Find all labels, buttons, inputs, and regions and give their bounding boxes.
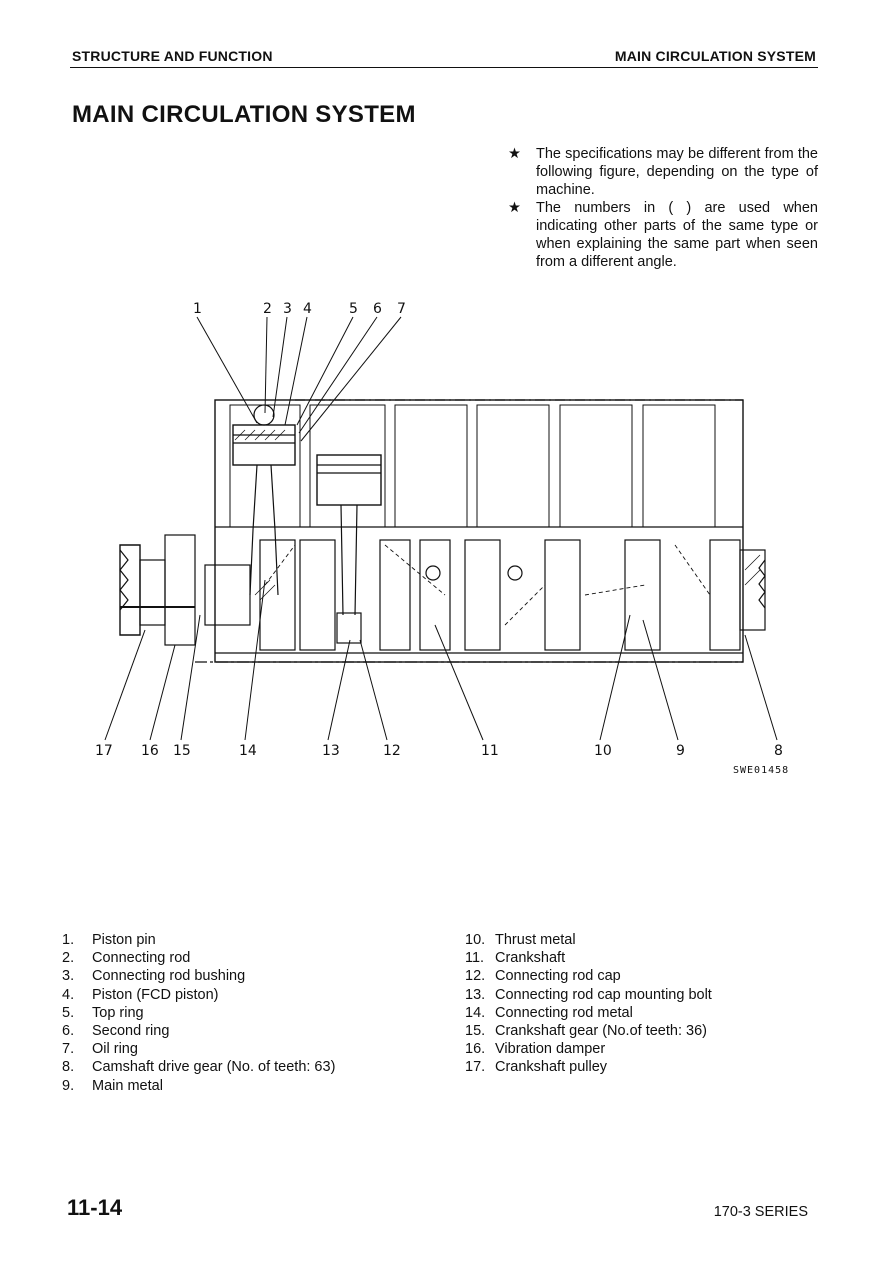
note-text: The numbers in ( ) are used when indicat… — [536, 200, 818, 270]
callout-label: 7 — [397, 301, 406, 317]
item-name: Crankshaft gear (No.of teeth: 36) — [495, 1023, 707, 1040]
item-name: Connecting rod bushing — [92, 968, 246, 985]
callout-label: 1 — [193, 301, 202, 317]
parts-list-left: 1. Piston pin 2. Connecting rod 3. Connecti… — [62, 931, 335, 1095]
list-item: 9. Main metal — [62, 1077, 335, 1095]
series-label: 170-3 SERIES — [713, 1204, 808, 1220]
item-number: 15. — [465, 1023, 486, 1040]
callout-label: 17 — [95, 743, 113, 759]
item-name: Oil ring — [92, 1041, 138, 1058]
item-number: 12. — [465, 968, 486, 985]
list-item: 13. Connecting rod cap mounting bolt — [465, 986, 712, 1004]
callout-label: 11 — [481, 743, 499, 759]
callout-label: 6 — [373, 301, 382, 317]
callout-label: 4 — [303, 301, 312, 317]
list-item: 15. Crankshaft gear (No.of teeth: 36) — [465, 1022, 712, 1040]
callout-label: 12 — [383, 743, 401, 759]
item-name: Crankshaft pulley — [495, 1059, 608, 1076]
list-item: 10. Thrust metal — [465, 931, 712, 949]
list-item: 8. Camshaft drive gear (No. of teeth: 63) — [62, 1058, 335, 1076]
item-name: Crankshaft — [495, 950, 566, 967]
page-title: MAIN CIRCULATION SYSTEM — [72, 101, 416, 128]
list-item: 12. Connecting rod cap — [465, 967, 712, 985]
item-name: Vibration damper — [495, 1041, 606, 1058]
item-number: 6. — [62, 1023, 75, 1040]
callout-label: 9 — [676, 743, 685, 759]
item-number: 8. — [62, 1059, 75, 1076]
callout-label: 5 — [349, 301, 358, 317]
item-number: 4. — [62, 986, 75, 1003]
engine-cross-section-figure: 1 2 3 4 5 6 7 17 16 15 14 13 12 11 10 9 … — [95, 301, 783, 759]
item-name: Connecting rod cap — [495, 968, 621, 985]
callout-label: 3 — [283, 301, 292, 317]
item-name: Thrust metal — [495, 932, 576, 948]
callout-label: 8 — [774, 743, 783, 759]
item-number: 5. — [62, 1004, 75, 1021]
item-number: 17. — [465, 1059, 486, 1076]
item-name: Connecting rod metal — [495, 1004, 633, 1021]
callout-label: 16 — [141, 743, 159, 759]
list-item: 16. Vibration damper — [465, 1040, 712, 1058]
item-number: 14. — [465, 1004, 486, 1021]
list-item: 14. Connecting rod metal — [465, 1004, 712, 1022]
item-number: 16. — [465, 1041, 486, 1058]
callout-label: 14 — [239, 743, 257, 759]
note-text: The specifications may be different from… — [536, 146, 818, 198]
note-1: ★ The specifications may be different fr… — [508, 145, 818, 199]
item-number: 7. — [62, 1041, 75, 1058]
item-name: Top ring — [92, 1004, 144, 1021]
list-item: 5. Top ring — [62, 1004, 335, 1022]
list-item: 17. Crankshaft pulley — [465, 1058, 712, 1076]
parts-list-right: 10. Thrust metal 11. Crankshaft 12. Connect… — [465, 931, 712, 1077]
item-number: 9. — [62, 1077, 75, 1094]
notes: ★ The specifications may be different fr… — [508, 145, 818, 271]
item-name: Second ring — [92, 1023, 170, 1040]
star-icon: ★ — [508, 200, 521, 216]
item-name: Piston (FCD piston) — [92, 986, 219, 1003]
item-number: 2. — [62, 950, 75, 967]
list-item: 7. Oil ring — [62, 1040, 335, 1058]
item-name: Connecting rod — [92, 950, 191, 967]
callout-label: 2 — [263, 301, 272, 317]
item-name: Connecting rod cap mounting bolt — [495, 986, 712, 1003]
item-name: Main metal — [92, 1077, 163, 1094]
list-item: 4. Piston (FCD piston) — [62, 986, 335, 1004]
list-item: 11. Crankshaft — [465, 949, 712, 967]
page-number: 11-14 — [67, 1195, 123, 1220]
star-icon: ★ — [508, 146, 521, 162]
callout-label: 13 — [322, 743, 340, 759]
item-name: Piston pin — [92, 932, 156, 948]
callout-label: 10 — [594, 743, 612, 759]
item-number: 11. — [465, 950, 485, 967]
header-rule — [70, 67, 818, 68]
callout-label: 15 — [173, 743, 191, 759]
figure-code: SWE01458 — [733, 765, 790, 776]
item-number: 1. — [62, 932, 75, 948]
item-number: 3. — [62, 968, 75, 985]
item-number: 13. — [465, 986, 486, 1003]
item-name: Camshaft drive gear (No. of teeth: 63) — [92, 1059, 336, 1076]
note-2: ★ The numbers in ( ) are used when indic… — [508, 199, 818, 271]
list-item: 1. Piston pin — [62, 931, 335, 949]
list-item: 6. Second ring — [62, 1022, 335, 1040]
header-chapter-title: MAIN CIRCULATION SYSTEM — [614, 48, 816, 64]
list-item: 3. Connecting rod bushing — [62, 967, 335, 985]
list-item: 2. Connecting rod — [62, 949, 335, 967]
item-number: 10. — [465, 932, 486, 948]
header-section-title: STRUCTURE AND FUNCTION — [72, 48, 273, 64]
